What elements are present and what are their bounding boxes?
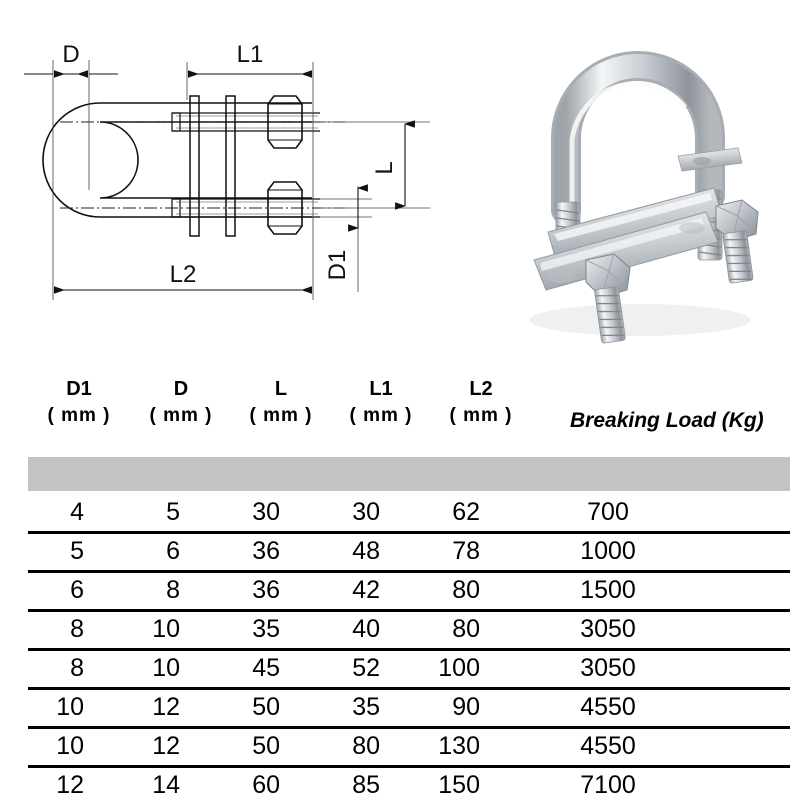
table-cell-l2: 150: [438, 771, 480, 799]
table-cell-d: 10: [152, 654, 180, 682]
table-cell-load: 1500: [580, 576, 636, 604]
table-cell-load: 4550: [580, 732, 636, 760]
table-cell-l1: 52: [352, 654, 380, 682]
table-cell-d: 14: [152, 771, 180, 799]
table-cell-l2: 78: [452, 537, 480, 565]
column-header-d: D ( mm ): [126, 379, 236, 425]
table-row: 6 8 36 42 80 1500: [28, 573, 790, 612]
table-cell-l: 35: [252, 615, 280, 643]
table-cell-l: 36: [252, 576, 280, 604]
table-cell-load: 700: [587, 498, 629, 526]
table-row: 10 12 50 35 90 4550: [28, 690, 790, 729]
table-cell-l1: 48: [352, 537, 380, 565]
table-cell-d: 8: [166, 576, 180, 604]
table-row: 8 10 45 52 100 3050: [28, 651, 790, 690]
table-cell-l: 50: [252, 732, 280, 760]
table-cell-l1: 35: [352, 693, 380, 721]
table-cell-load: 3050: [580, 654, 636, 682]
column-header-l2-symbol: L2: [469, 378, 493, 400]
table-cell-l2: 130: [438, 732, 480, 760]
dimension-label-L1: L1: [237, 41, 264, 68]
table-cell-l1: 30: [352, 498, 380, 526]
table-cell-l2: 62: [452, 498, 480, 526]
table-cell-l2: 100: [438, 654, 480, 682]
column-header-l1: L1 ( mm ): [326, 379, 436, 425]
table-cell-load: 4550: [580, 693, 636, 721]
column-header-l: L ( mm ): [226, 379, 336, 425]
table-cell-l: 50: [252, 693, 280, 721]
table-cell-d: 12: [152, 693, 180, 721]
table-cell-l2: 90: [452, 693, 480, 721]
table-cell-load: 1000: [580, 537, 636, 565]
table-row: 5 6 36 48 78 1000: [28, 534, 790, 573]
column-header-l1-unit: ( mm ): [349, 405, 413, 426]
table-cell-l1: 85: [352, 771, 380, 799]
table-header-separator-band: [28, 457, 790, 491]
table-cell-l: 60: [252, 771, 280, 799]
specification-table: D1 ( mm ) D ( mm ) L ( mm ) L1 ( mm ) L2…: [0, 375, 800, 799]
table-cell-load: 7100: [580, 771, 636, 799]
column-header-l-unit: ( mm ): [249, 405, 313, 426]
table-cell-l2: 80: [452, 576, 480, 604]
column-header-d-unit: ( mm ): [149, 405, 213, 426]
table-cell-load: 3050: [580, 615, 636, 643]
column-header-l2: L2 ( mm ): [426, 379, 536, 425]
table-cell-l1: 42: [352, 576, 380, 604]
dimension-label-L2: L2: [170, 261, 197, 288]
column-header-d1-symbol: D1: [66, 378, 92, 400]
column-header-l-symbol: L: [274, 378, 288, 400]
dimension-label-D: D: [62, 41, 79, 68]
technical-drawing: D L1 L2 L D1: [0, 0, 440, 370]
table-cell-d: 12: [152, 732, 180, 760]
table-cell-d1: 8: [70, 654, 84, 682]
table-cell-d: 5: [166, 498, 180, 526]
table-row: 8 10 35 40 80 3050: [28, 612, 790, 651]
column-header-l2-unit: ( mm ): [449, 405, 513, 426]
table-row: 10 12 50 80 130 4550: [28, 729, 790, 768]
table-cell-d: 6: [166, 537, 180, 565]
table-cell-l1: 80: [352, 732, 380, 760]
table-row: 12 14 60 85 150 7100: [28, 768, 790, 804]
table-row: 4 5 30 30 62 700: [28, 495, 790, 534]
product-photo: [470, 20, 800, 360]
table-cell-d1: 8: [70, 615, 84, 643]
table-cell-d: 10: [152, 615, 180, 643]
table-cell-l1: 40: [352, 615, 380, 643]
table-header-row: D1 ( mm ) D ( mm ) L ( mm ) L1 ( mm ) L2…: [0, 375, 800, 455]
column-header-breaking-load: Breaking Load (Kg): [570, 409, 764, 432]
table-cell-d1: 12: [56, 771, 84, 799]
dimension-label-D1: D1: [324, 250, 351, 281]
table-cell-l: 30: [252, 498, 280, 526]
table-cell-d1: 10: [56, 693, 84, 721]
table-cell-d1: 5: [70, 537, 84, 565]
column-header-l1-symbol: L1: [369, 378, 393, 400]
u-bolt-photo-illustration: [530, 51, 759, 344]
table-cell-d1: 4: [70, 498, 84, 526]
table-cell-d1: 6: [70, 576, 84, 604]
column-header-d1-unit: ( mm ): [47, 405, 111, 426]
u-bolt-dimension-diagram: D L1 L2 L D1: [24, 41, 430, 300]
column-header-d1: D1 ( mm ): [24, 379, 134, 425]
column-header-d-symbol: D: [173, 378, 189, 400]
table-cell-l: 45: [252, 654, 280, 682]
table-cell-l2: 80: [452, 615, 480, 643]
dimension-label-L: L: [371, 161, 398, 174]
product-illustration-section: D L1 L2 L D1: [0, 0, 800, 370]
table-cell-d1: 10: [56, 732, 84, 760]
table-cell-l: 36: [252, 537, 280, 565]
